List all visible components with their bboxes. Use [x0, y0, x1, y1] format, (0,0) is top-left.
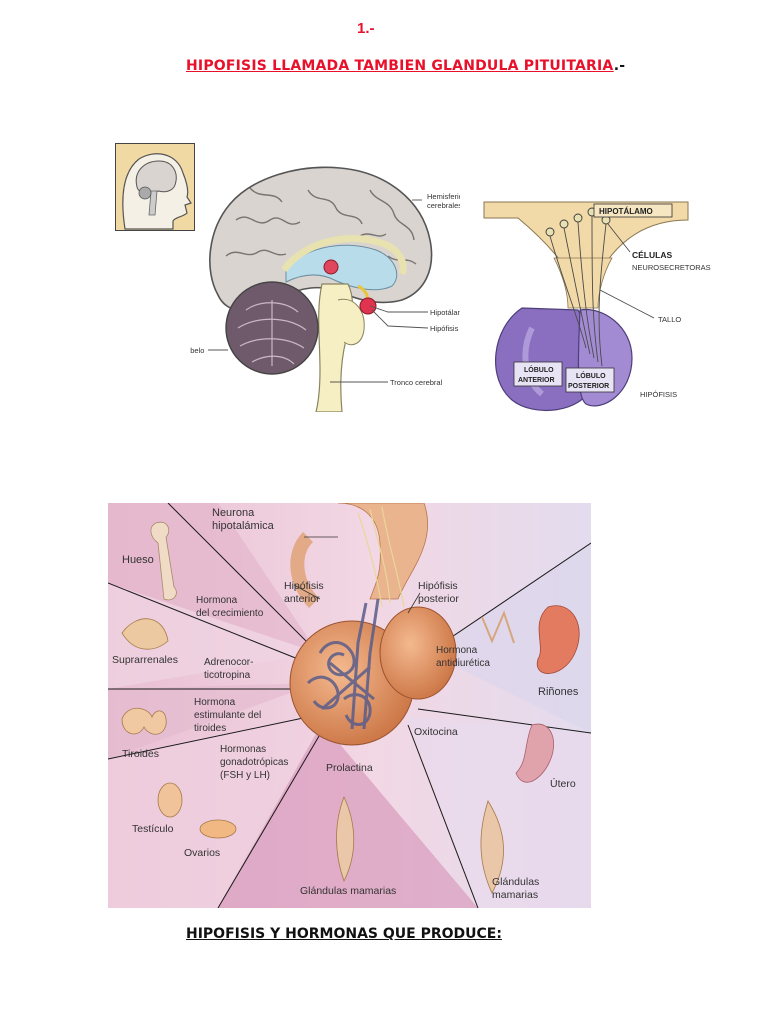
label-hipotalamo: Hipotálamo — [430, 308, 460, 317]
label-hipofisis: Hipófisis — [430, 324, 459, 333]
label-antidiuretica-1: Hormona — [436, 645, 478, 656]
brain-left-labels — [160, 340, 200, 360]
label-gonado-2: gonadotrópicas — [220, 757, 288, 768]
page-heading-suffix: .- — [613, 58, 626, 74]
label-rinones: Riñones — [538, 686, 579, 698]
label-oxitocina: Oxitocina — [414, 726, 458, 738]
label-hemisferios-2: cerebrales — [427, 201, 460, 210]
label-mamarias-center: Glándulas mamarias — [300, 885, 396, 897]
label-gonado-3: (FSH y LH) — [220, 770, 270, 781]
label-tsh-2: estimulante del — [194, 710, 261, 721]
label-prolactina: Prolactina — [326, 762, 373, 774]
label-crecimiento-1: Hormona — [196, 595, 238, 606]
label-neurona-1: Neurona — [212, 507, 255, 519]
label-lobulo-anterior-2: ANTERIOR — [518, 377, 555, 384]
label-crecimiento-2: del crecimiento — [196, 608, 264, 619]
label-lobulo-anterior-1: LÓBULO — [524, 365, 554, 374]
label-antidiuretica-2: antidiurética — [436, 658, 490, 669]
hormones-diagram: Neurona hipotalámica Hueso Hipófisis ant… — [108, 503, 591, 908]
label-testiculo: Testículo — [132, 823, 174, 835]
head-thumbnail — [115, 143, 195, 231]
label-mamarias-right-1: Glándulas — [492, 876, 539, 888]
label-tiroides: Tiroides — [122, 748, 159, 760]
page-heading: HIPOFISIS LLAMADA TAMBIEN GLANDULA PITUI… — [186, 58, 625, 74]
label-hip-anterior-1: Hipófisis — [284, 580, 324, 592]
label-adreno-1: Adrenocor- — [204, 657, 253, 668]
section-number: 1.- — [357, 20, 375, 37]
label-adreno-2: ticotropina — [204, 670, 251, 681]
label-hemisferios-1: Hemisferios — [427, 192, 460, 201]
page-heading-text: HIPOFISIS LLAMADA TAMBIEN GLANDULA PITUI… — [186, 58, 614, 74]
label-hueso: Hueso — [122, 554, 154, 566]
pituitary-detail-diagram: HIPOTÁLAMO CÉLULAS NEUROSECRETORAS TALLO… — [483, 201, 711, 412]
label-gonado-1: Hormonas — [220, 744, 266, 755]
label-hip-posterior-1: Hipófisis — [418, 580, 458, 592]
label-hip-anterior-2: anterior — [284, 593, 320, 605]
label-cerebelo: Cerebelo — [190, 346, 204, 355]
figure-caption: HIPOFISIS Y HORMONAS QUE PRODUCE: — [186, 926, 502, 942]
label-celulas: CÉLULAS — [632, 250, 672, 260]
label-hipotalamo-box: HIPOTÁLAMO — [599, 207, 653, 216]
label-utero: Útero — [550, 777, 576, 790]
label-hipofisis-detail: HIPÓFISIS — [640, 390, 677, 399]
label-lobulo-posterior-1: LÓBULO — [576, 371, 606, 380]
label-neurosecretoras: NEUROSECRETORAS — [632, 263, 711, 272]
label-mamarias-right-2: mamarias — [492, 889, 538, 901]
label-hip-posterior-2: posterior — [418, 593, 459, 605]
label-lobulo-posterior-2: POSTERIOR — [568, 383, 609, 390]
label-tronco: Tronco cerebral — [390, 378, 443, 387]
brain-diagram: Hemisferios cerebrales Hipotálamo Hipófi… — [190, 166, 460, 412]
label-ovarios: Ovarios — [184, 847, 220, 859]
label-neurona-2: hipotalámica — [212, 520, 275, 532]
label-tsh-1: Hormona — [194, 697, 236, 708]
label-tallo: TALLO — [658, 315, 681, 324]
label-suprarrenales: Suprarrenales — [112, 654, 178, 666]
label-tsh-3: tiroides — [194, 723, 226, 734]
